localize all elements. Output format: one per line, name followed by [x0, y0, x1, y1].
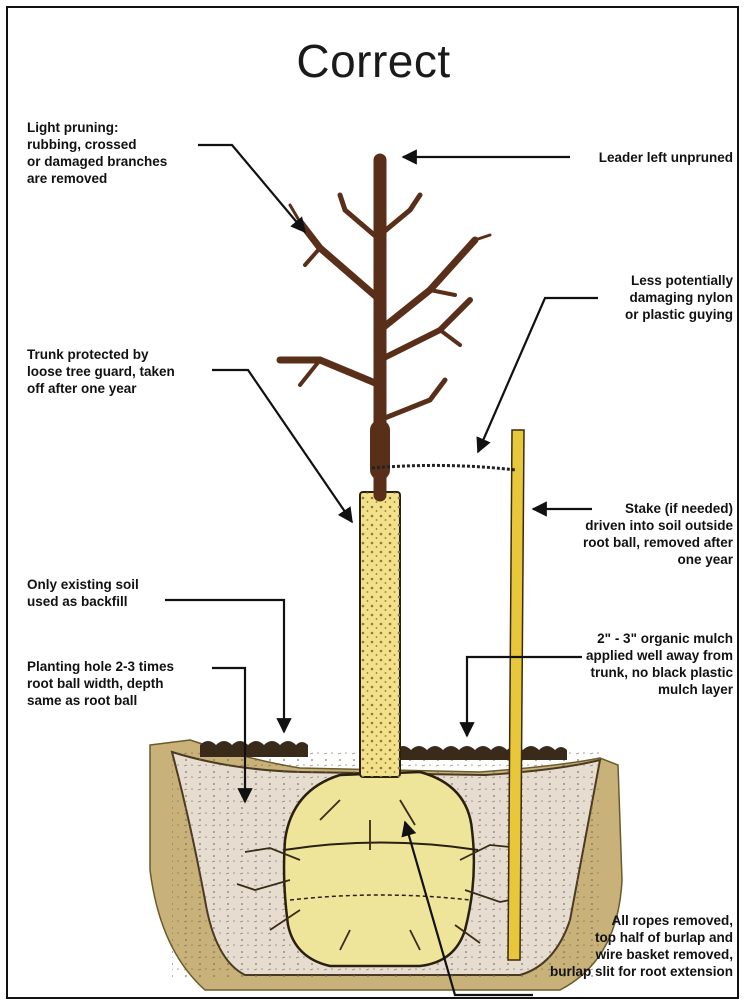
stake-label: Stake (if needed) driven into soil outsi… [583, 500, 733, 568]
guying-label: Less potentially damaging nylon or plast… [625, 272, 733, 323]
light-pruning-label: Light pruning: rubbing, crossed or damag… [27, 119, 167, 187]
backfill-label: Only existing soil used as backfill [27, 576, 139, 610]
ropes-removed-label: All ropes removed, top half of burlap an… [550, 912, 733, 980]
trunk-guard-label: Trunk protected by loose tree guard, tak… [27, 346, 175, 397]
leader-label: Leader left unpruned [599, 149, 733, 166]
tree-trunk-and-branches [280, 160, 490, 495]
planting-hole-label: Planting hole 2-3 times root ball width,… [27, 658, 174, 709]
mulch-label: 2" - 3" organic mulch applied well away … [586, 630, 733, 698]
root-ball [284, 772, 474, 966]
guying-line [372, 465, 516, 470]
